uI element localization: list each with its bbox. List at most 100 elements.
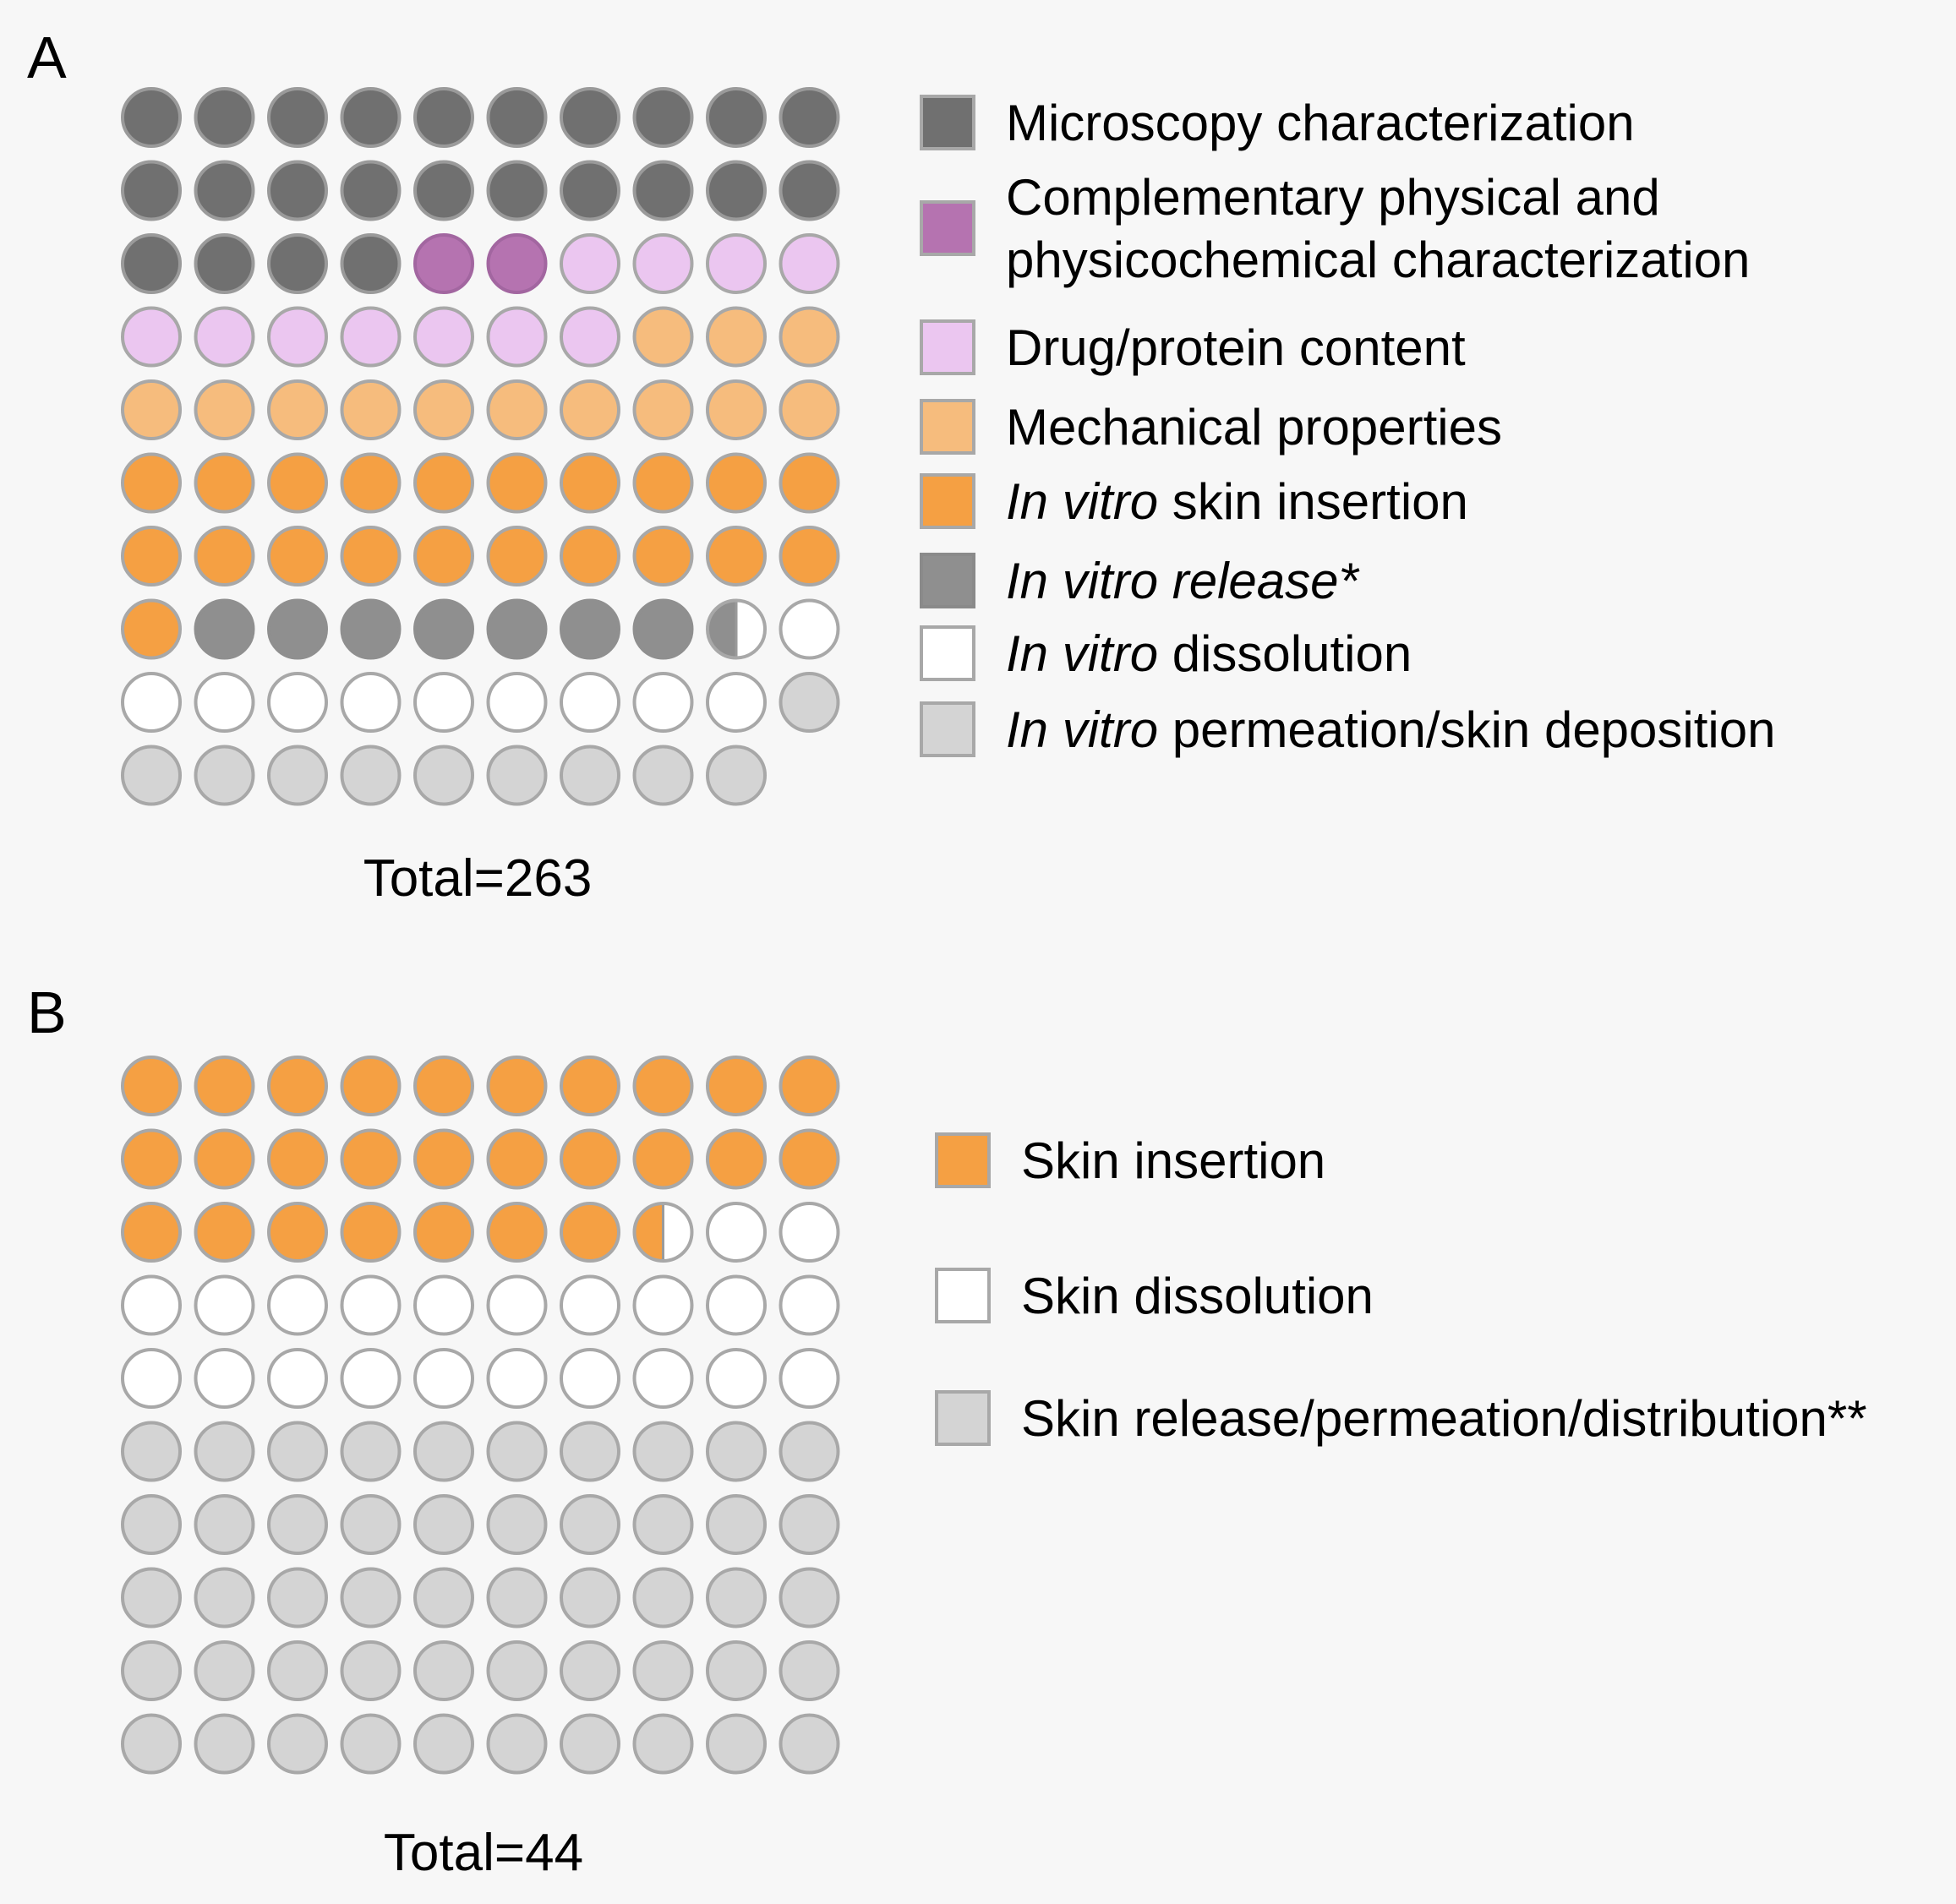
panel-b-waffle-circle bbox=[779, 1421, 840, 1482]
panel-b-waffle-circle bbox=[340, 1421, 402, 1482]
panel-a-cell-insertion bbox=[706, 452, 767, 514]
panel-a-cell-microscopy bbox=[340, 160, 402, 221]
panel-a-waffle-circle bbox=[779, 672, 840, 733]
panel-a-cell-mechanical bbox=[340, 379, 402, 440]
panel-a-cell-permeation bbox=[121, 745, 182, 806]
panel-b-waffle-circle bbox=[486, 1421, 548, 1482]
panel-a-waffle-circle bbox=[706, 379, 767, 440]
panel-a-cell-microscopy bbox=[194, 160, 255, 221]
panel-a-legend-item-drug: Drug/protein content bbox=[920, 319, 1466, 376]
panel-a-waffle-circle bbox=[413, 452, 474, 514]
panel-a-waffle-circle bbox=[632, 87, 694, 148]
panel-a-cell-permeation bbox=[560, 745, 620, 806]
panel-a-cell-drug bbox=[779, 233, 840, 294]
panel-a-cell-dissolution bbox=[121, 672, 182, 733]
panel-a-waffle-circle bbox=[267, 452, 328, 514]
panel-a-waffle-circle bbox=[779, 233, 840, 294]
panel-a-waffle-circle bbox=[340, 306, 402, 368]
panel-a-cell-insertion bbox=[267, 452, 328, 514]
panel-b-legend-swatch-skin-release bbox=[935, 1390, 991, 1446]
panel-a-waffle-circle bbox=[413, 160, 474, 221]
panel-b-cell-skin-release bbox=[486, 1567, 548, 1628]
panel-b-waffle-circle bbox=[194, 1056, 255, 1116]
panel-b-legend-label-part: Skin dissolution bbox=[1021, 1268, 1374, 1324]
panel-b-cell-skin-insertion bbox=[340, 1202, 402, 1263]
panel-a-legend-swatch-release bbox=[920, 553, 975, 608]
panel-a-waffle-circle bbox=[121, 233, 182, 294]
panel-b-waffle-circle bbox=[267, 1567, 328, 1628]
panel-a-cell-drug bbox=[413, 306, 474, 368]
panel-b-waffle-circle bbox=[267, 1202, 328, 1263]
panel-b-waffle-circle bbox=[121, 1713, 182, 1775]
panel-a-cell-release bbox=[486, 598, 548, 660]
panel-b-waffle-circle bbox=[486, 1128, 548, 1190]
panel-a-cell-permeation bbox=[194, 745, 255, 806]
panel-a-waffle-circle bbox=[413, 745, 474, 806]
panel-b-waffle-circle bbox=[194, 1202, 255, 1263]
panel-a-waffle-circle bbox=[194, 379, 255, 440]
panel-a-waffle-circle bbox=[194, 87, 255, 148]
panel-b-cell-skin-release bbox=[340, 1567, 402, 1628]
panel-a-cell-insertion bbox=[560, 452, 620, 514]
panel-a-cell-microscopy bbox=[340, 87, 402, 148]
panel-b-waffle-circle bbox=[413, 1713, 474, 1775]
panel-b-cell-skin-dissolution bbox=[340, 1348, 402, 1409]
panel-b-waffle-circle bbox=[121, 1567, 182, 1628]
panel-b-cell-skin-release bbox=[632, 1713, 694, 1775]
panel-a-waffle-circle bbox=[706, 87, 767, 148]
panel-b-waffle-circle bbox=[267, 1640, 328, 1701]
panel-b-waffle-circle bbox=[632, 1274, 694, 1336]
panel-b-cell-skin-release bbox=[632, 1421, 694, 1482]
panel-b-waffle-circle bbox=[340, 1567, 402, 1628]
panel-a-waffle-circle bbox=[560, 672, 620, 733]
panel-a-legend-swatch-dissolution bbox=[920, 625, 975, 681]
panel-a-cell-dissolution bbox=[413, 672, 474, 733]
panel-a-waffle-circle bbox=[413, 233, 474, 294]
panel-b-cell-skin-dissolution bbox=[413, 1348, 474, 1409]
panel-a-waffle-circle bbox=[632, 233, 694, 294]
panel-b-waffle-circle bbox=[267, 1494, 328, 1555]
panel-b-waffle-circle bbox=[632, 1128, 694, 1190]
panel-a-legend-label-insertion: In vitro skin insertion bbox=[1006, 473, 1468, 530]
panel-a-waffle-circle bbox=[194, 306, 255, 368]
panel-b-waffle-circle bbox=[632, 1421, 694, 1482]
panel-b-waffle-circle bbox=[706, 1567, 767, 1628]
panel-a-cell-drug bbox=[560, 233, 620, 294]
panel-a-legend: Microscopy characterizationComplementary… bbox=[920, 95, 1776, 758]
panel-a-cell-microscopy bbox=[121, 160, 182, 221]
panel-a-waffle-half-right bbox=[736, 600, 765, 658]
panel-a-cell-drug bbox=[194, 306, 255, 368]
panel-b-cell-skin-release bbox=[194, 1421, 255, 1482]
panel-a-waffle-circle bbox=[632, 598, 694, 660]
panel-a-waffle-circle bbox=[267, 87, 328, 148]
panel-b-waffle-circle bbox=[779, 1202, 840, 1263]
panel-a-waffle-circle bbox=[413, 672, 474, 733]
panel-b-cell-skin-insertion bbox=[413, 1128, 474, 1190]
panel-a-waffle-circle bbox=[194, 745, 255, 806]
panel-a-legend-label-part: skin insertion bbox=[1158, 473, 1468, 530]
panel-a-waffle-circle bbox=[267, 598, 328, 660]
panel-a-waffle-circle bbox=[121, 452, 182, 514]
panel-a-legend-item-release: In vitro release* bbox=[920, 553, 1360, 609]
panel-b-cell-skin-release bbox=[121, 1567, 182, 1628]
panel-b-cell-skin-insertion bbox=[560, 1202, 620, 1263]
panel-b-cell-skin-release bbox=[486, 1421, 548, 1482]
panel-b-waffle-circle bbox=[706, 1128, 767, 1190]
panel-b-cell-skin-insertion bbox=[194, 1128, 255, 1190]
panel-b-cell-skin-dissolution bbox=[486, 1274, 548, 1336]
panel-b-cell-skin-release bbox=[121, 1421, 182, 1482]
panel-a-letter: A bbox=[27, 25, 67, 90]
panel-b-cell-skin-release bbox=[413, 1567, 474, 1628]
panel-b-waffle-circle bbox=[267, 1056, 328, 1116]
panel-b-waffle-circle bbox=[486, 1348, 548, 1409]
panel-b-waffle-circle bbox=[632, 1348, 694, 1409]
panel-b-cell-skin-dissolution bbox=[779, 1274, 840, 1336]
panel-a-waffle-circle bbox=[194, 672, 255, 733]
panel-a-waffle-circle bbox=[632, 452, 694, 514]
panel-b-waffle-circle bbox=[121, 1274, 182, 1336]
panel-a-waffle-circle bbox=[560, 306, 620, 368]
panel-a-waffle-circle bbox=[486, 452, 548, 514]
panel-a-cell-drug bbox=[267, 306, 328, 368]
panel-b-cell-skin-insertion bbox=[706, 1128, 767, 1190]
